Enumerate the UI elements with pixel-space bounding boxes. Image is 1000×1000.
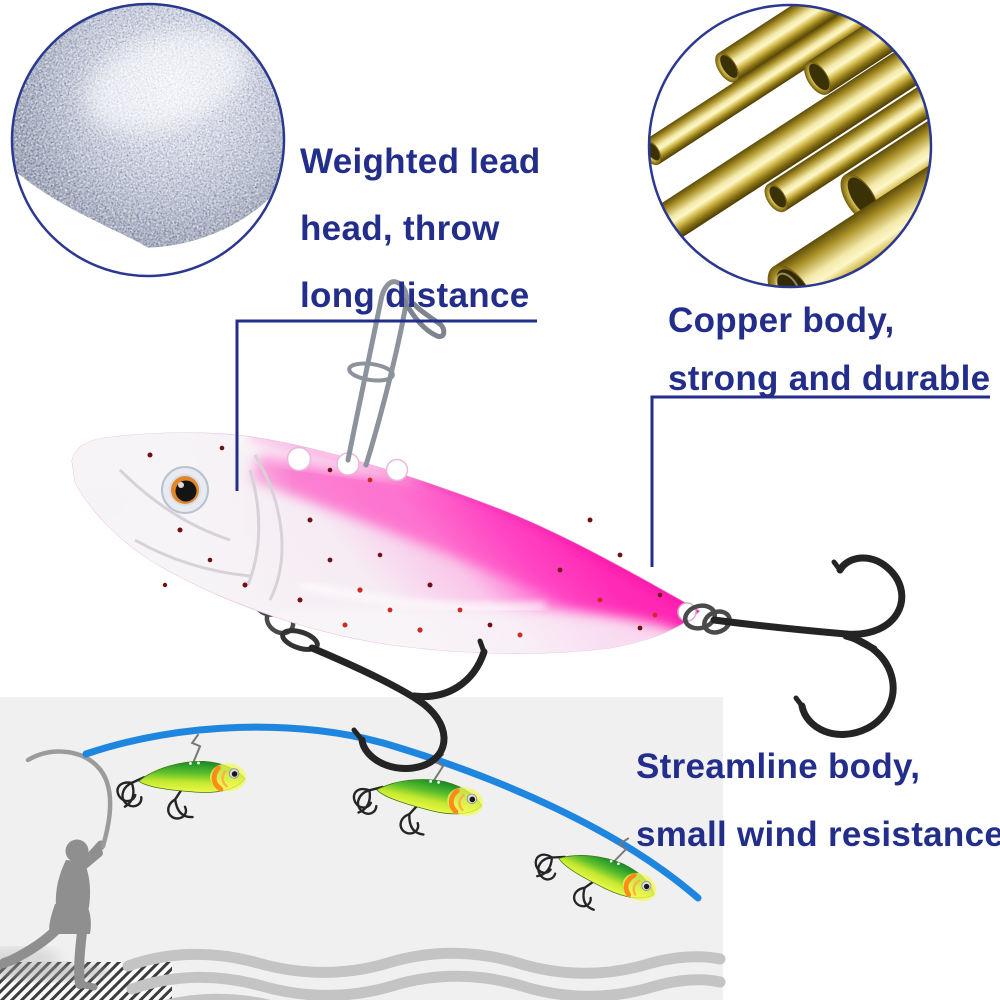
water-waves bbox=[122, 947, 726, 1000]
label-copper-body: Copper body, strong and durable bbox=[668, 292, 990, 408]
tail-split-rings bbox=[682, 603, 732, 635]
lure-speckles bbox=[147, 445, 663, 638]
label-streamline-body: Streamline body, small wind resistance bbox=[636, 733, 1000, 869]
cast-trajectory-arc bbox=[82, 723, 702, 902]
front-treble-hook bbox=[308, 638, 488, 772]
lead-material-inset bbox=[10, 2, 286, 278]
label-line: long distance bbox=[300, 276, 530, 315]
label-line: Streamline body, bbox=[636, 747, 921, 786]
inset-border-circle bbox=[647, 3, 933, 289]
lure-eye bbox=[161, 466, 209, 514]
inset-border-circle bbox=[10, 2, 286, 278]
fisherman-silhouette bbox=[0, 839, 106, 991]
label-line: strong and durable bbox=[668, 359, 991, 398]
label-line: small wind resistance bbox=[636, 815, 1000, 854]
label-line: head, throw bbox=[300, 209, 500, 248]
rear-treble-hook bbox=[710, 554, 906, 738]
label-weighted-lead: Weighted lead head, throw long distance bbox=[300, 128, 541, 329]
label-line: Weighted lead bbox=[300, 142, 541, 181]
fishing-rod bbox=[25, 749, 113, 849]
leader-lines bbox=[235, 319, 990, 567]
leader-line-copper bbox=[650, 395, 990, 567]
leader-line-lead bbox=[235, 319, 537, 491]
label-line: Copper body, bbox=[668, 301, 895, 340]
